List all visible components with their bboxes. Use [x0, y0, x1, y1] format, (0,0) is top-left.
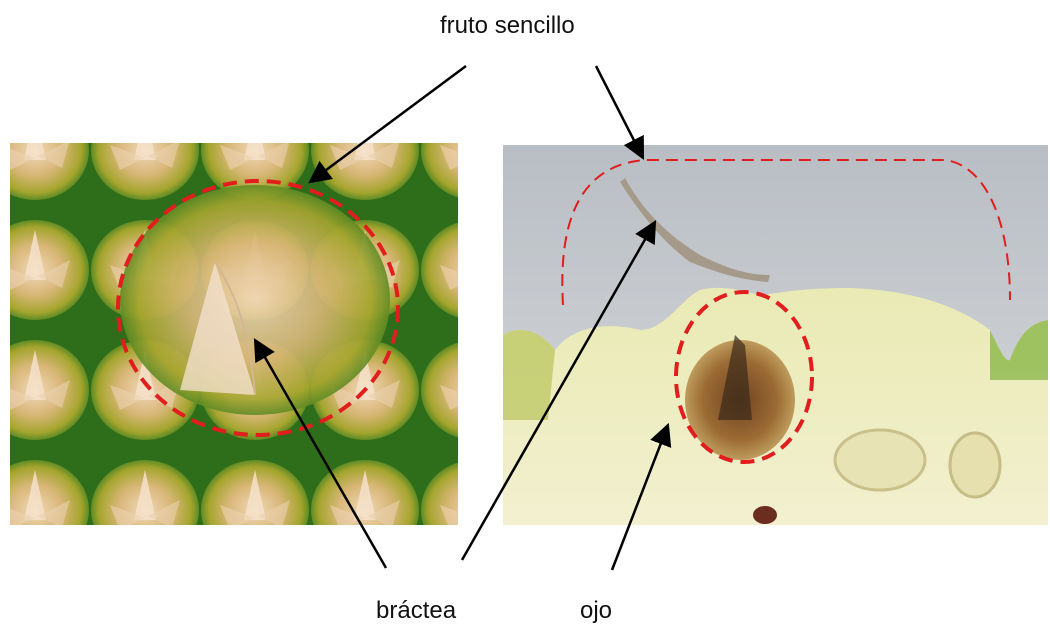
photo-right-pineapple-cross-section	[503, 145, 1048, 525]
label-ojo: ojo	[580, 597, 612, 625]
label-bractea: bráctea	[376, 597, 456, 625]
photo-left-pineapple-skin	[10, 143, 458, 525]
arrow-fruto-to-right	[596, 66, 643, 158]
label-fruto-sencillo: fruto sencillo	[440, 12, 575, 40]
